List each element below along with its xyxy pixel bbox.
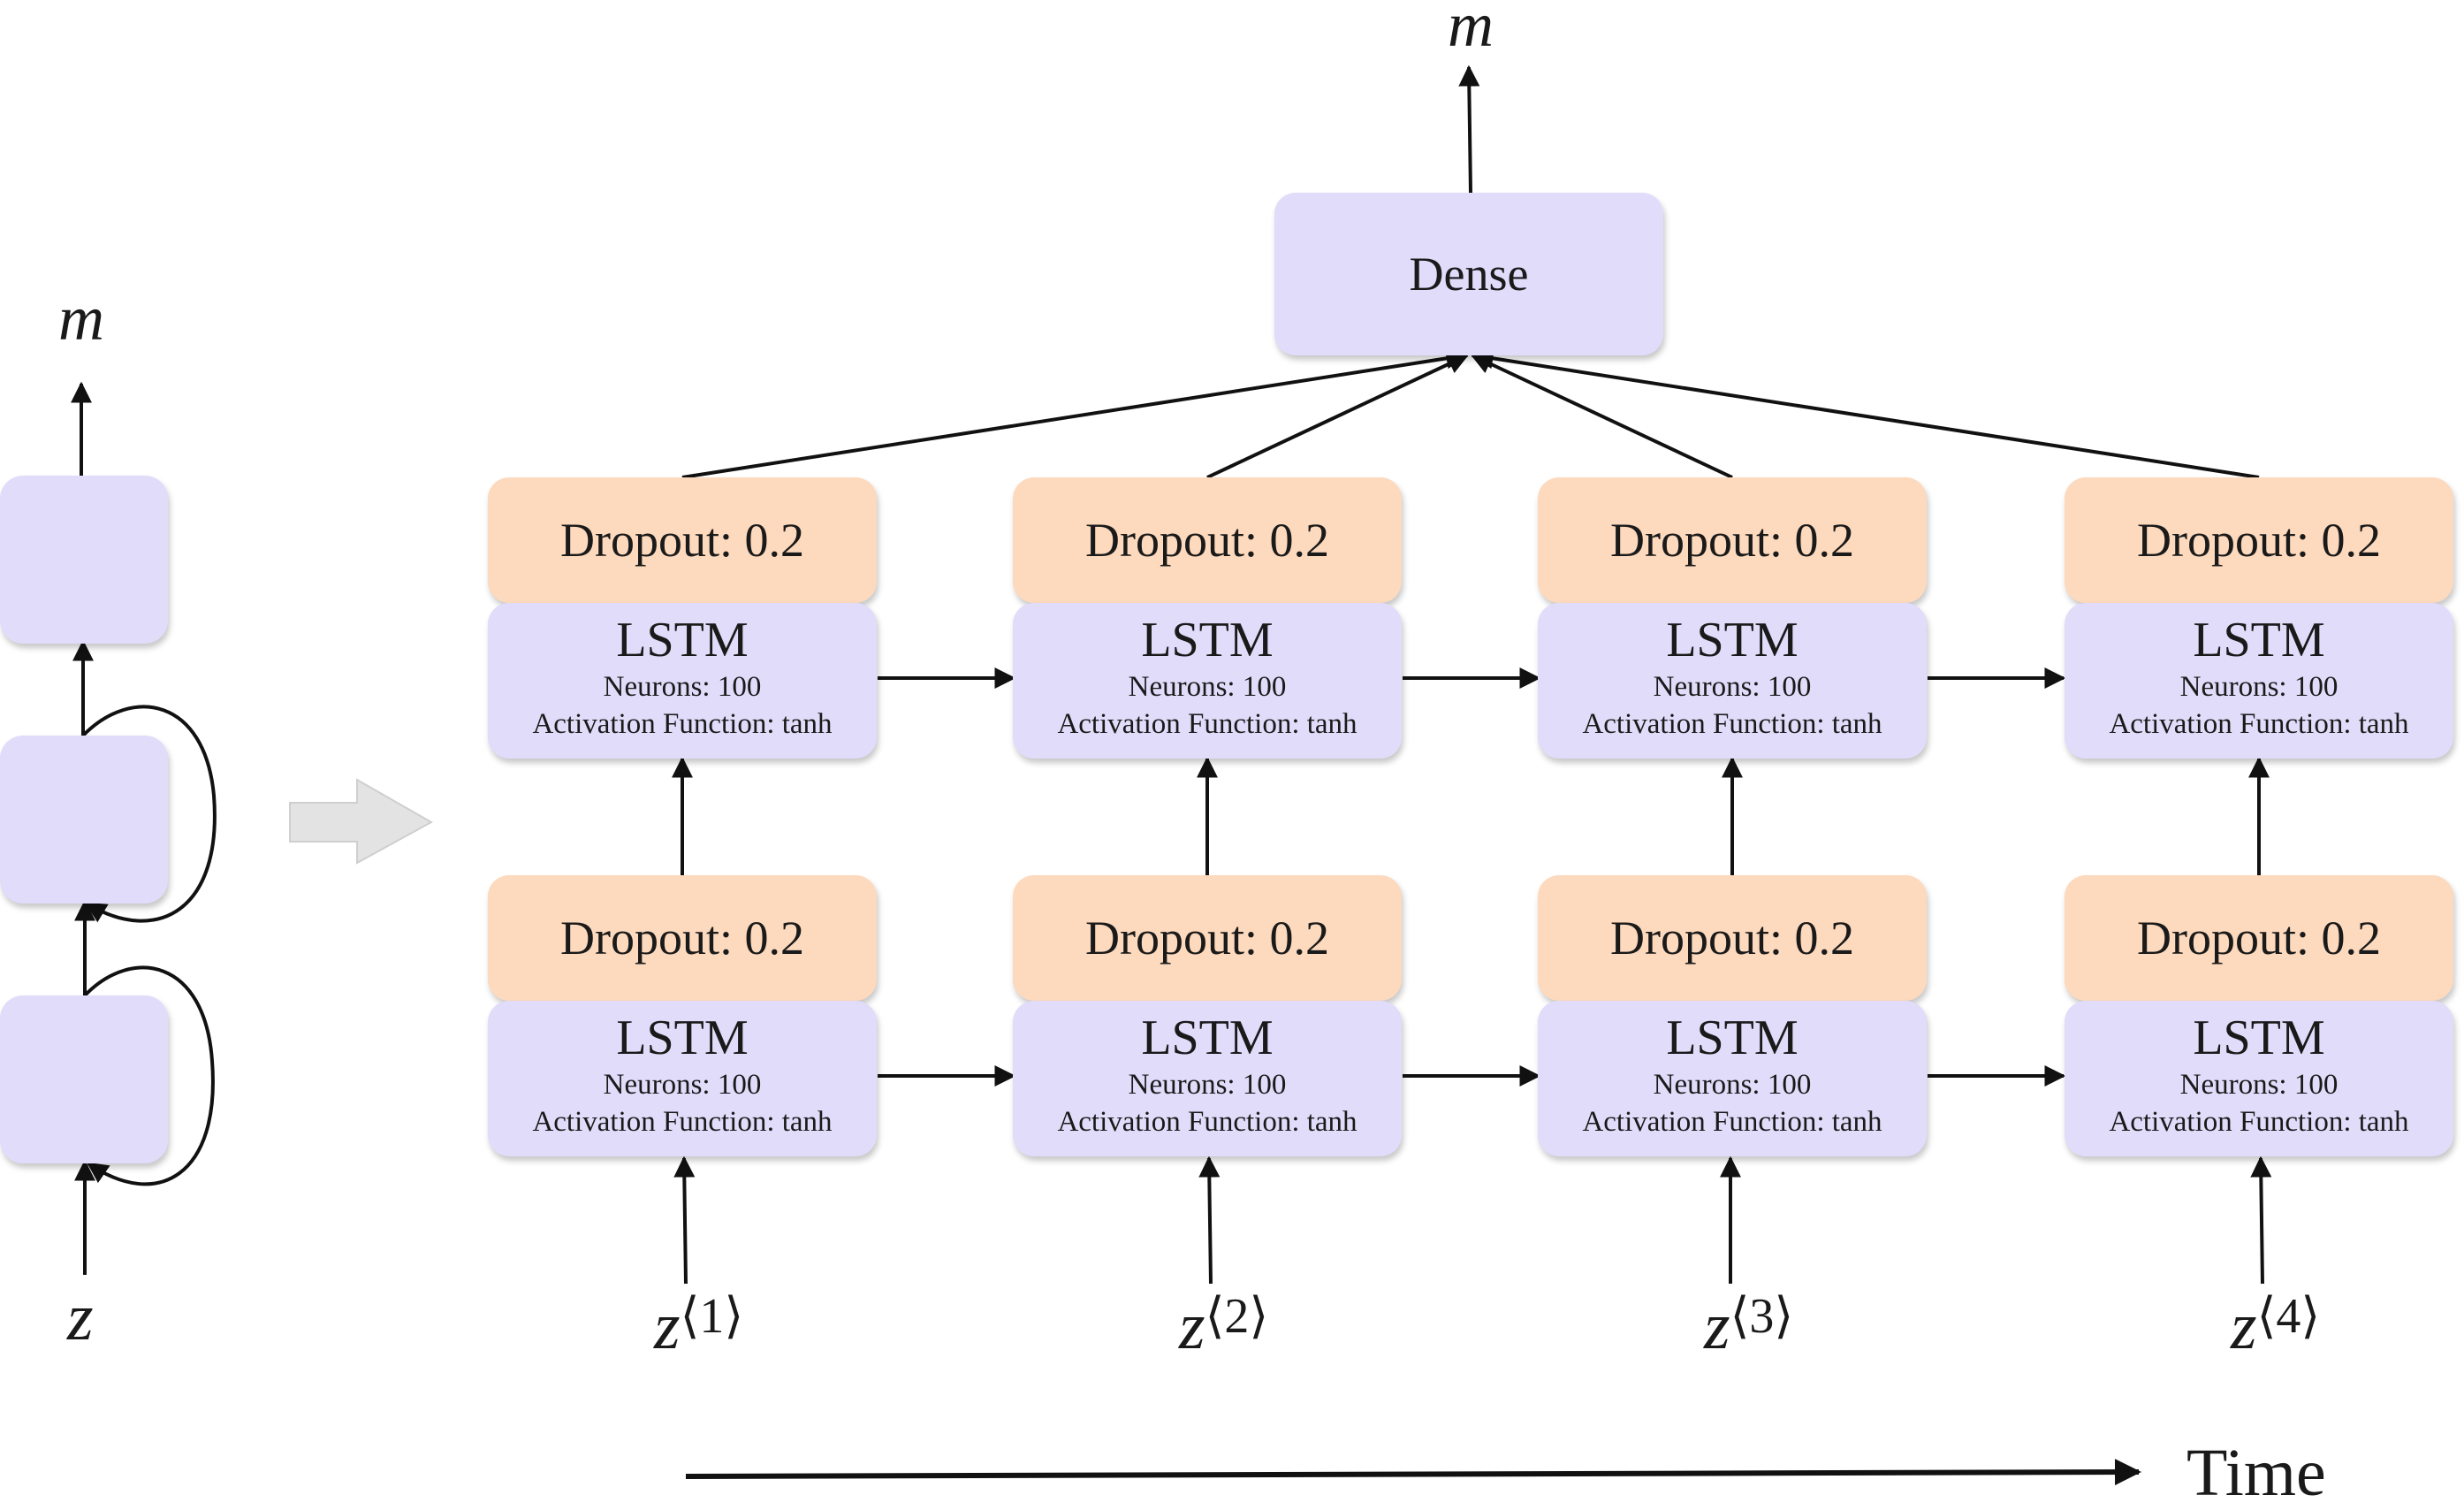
- time-arrow: [685, 1459, 2141, 1486]
- top-dropout-2-to-dense: [1206, 354, 1470, 479]
- folded-recurrent-loop-top: [81, 705, 217, 923]
- bottom-lstm-2: LSTM Neurons: 100 Activation Function: t…: [1013, 1001, 1402, 1156]
- dense-layer: Dense: [1274, 193, 1663, 355]
- top-dropout-1-to-dense: [681, 347, 1468, 479]
- top-dropout-1: Dropout: 0.2: [488, 477, 877, 603]
- top-lstm-3: LSTM Neurons: 100 Activation Function: t…: [1538, 603, 1927, 759]
- input-label-2: z⟨2⟩: [1179, 1292, 1268, 1360]
- dropout-label: Dropout: 0.2: [2137, 911, 2381, 965]
- dropout-label: Dropout: 0.2: [1085, 911, 1329, 965]
- input-arrow-2: [1198, 1155, 1221, 1285]
- input-index: ⟨1⟩: [680, 1289, 744, 1344]
- lstm-title: LSTM: [616, 1010, 749, 1065]
- lstm-neurons: Neurons: 100: [1128, 1069, 1287, 1101]
- input-base: z: [1179, 1289, 1205, 1363]
- dropout-label: Dropout: 0.2: [1085, 514, 1329, 567]
- lstm-title: LSTM: [1141, 613, 1274, 667]
- bottom-lstm-1: LSTM Neurons: 100 Activation Function: t…: [488, 1001, 877, 1156]
- input-arrow-1: [673, 1155, 696, 1285]
- input-index: ⟨4⟩: [2256, 1289, 2321, 1344]
- lstm-activation: Activation Function: tanh: [1057, 1106, 1357, 1138]
- lstm-neurons: Neurons: 100: [1653, 671, 1812, 703]
- bottom-lstm-3: LSTM Neurons: 100 Activation Function: t…: [1538, 1001, 1927, 1156]
- lstm-neurons: Neurons: 100: [2179, 671, 2339, 703]
- lstm-title: LSTM: [2193, 613, 2325, 667]
- lstm-neurons: Neurons: 100: [2179, 1069, 2339, 1101]
- unroll-arrow: [289, 778, 434, 865]
- folded-recurrent-loop-bottom: [83, 965, 215, 1186]
- input-label-1: z⟨1⟩: [654, 1292, 743, 1360]
- top-dropout-3-to-dense: [1470, 354, 1733, 479]
- lstm-title: LSTM: [1141, 1010, 1274, 1065]
- input-label-3: z⟨3⟩: [1704, 1292, 1793, 1360]
- input-arrow-4: [2250, 1155, 2272, 1285]
- top-dropout-2: Dropout: 0.2: [1013, 477, 1402, 603]
- bottom-dropout-2: Dropout: 0.2: [1013, 875, 1402, 1001]
- input-base: z: [2231, 1289, 2257, 1363]
- top-lstm-1: LSTM Neurons: 100 Activation Function: t…: [488, 603, 877, 759]
- folded-output-symbol: m: [58, 283, 104, 354]
- lstm-title: LSTM: [1666, 1010, 1799, 1065]
- input-index: ⟨2⟩: [1205, 1289, 1269, 1344]
- output-symbol: m: [1448, 0, 1494, 60]
- input-index: ⟨3⟩: [1730, 1289, 1794, 1344]
- lstm-neurons: Neurons: 100: [603, 671, 762, 703]
- folded-input-symbol: z: [67, 1280, 94, 1354]
- lstm-activation: Activation Function: tanh: [2109, 708, 2409, 740]
- folded-recurrent-block-bottom: [0, 995, 168, 1163]
- lstm-activation: Activation Function: tanh: [532, 708, 833, 740]
- folded-output-block: [0, 476, 168, 644]
- dropout-label: Dropout: 0.2: [1610, 911, 1854, 965]
- dropout-label: Dropout: 0.2: [1610, 514, 1854, 567]
- bottom-dropout-1: Dropout: 0.2: [488, 875, 877, 1001]
- dense-label: Dense: [1409, 248, 1529, 301]
- input-base: z: [654, 1289, 681, 1363]
- top-dropout-3: Dropout: 0.2: [1538, 477, 1927, 603]
- top-dropout-4: Dropout: 0.2: [2065, 477, 2453, 603]
- top-lstm-2: LSTM Neurons: 100 Activation Function: t…: [1013, 603, 1402, 759]
- lstm-title: LSTM: [616, 613, 749, 667]
- time-axis-label: Time: [2186, 1436, 2326, 1510]
- bottom-lstm-4: LSTM Neurons: 100 Activation Function: t…: [2065, 1001, 2453, 1156]
- lstm-activation: Activation Function: tanh: [1582, 708, 1882, 740]
- lstm-neurons: Neurons: 100: [1653, 1069, 1812, 1101]
- input-base: z: [1704, 1289, 1730, 1363]
- bottom-dropout-3: Dropout: 0.2: [1538, 875, 1927, 1001]
- lstm-activation: Activation Function: tanh: [532, 1106, 833, 1138]
- dropout-label: Dropout: 0.2: [560, 514, 804, 567]
- top-dropout-4-to-dense: [1472, 347, 2260, 479]
- lstm-activation: Activation Function: tanh: [1057, 708, 1357, 740]
- top-lstm-4: LSTM Neurons: 100 Activation Function: t…: [2065, 603, 2453, 759]
- dropout-label: Dropout: 0.2: [2137, 514, 2381, 567]
- lstm-neurons: Neurons: 100: [1128, 671, 1287, 703]
- input-label-4: z⟨4⟩: [2231, 1292, 2320, 1360]
- dense-output-arrow: [1458, 65, 1480, 194]
- lstm-title: LSTM: [2193, 1010, 2325, 1065]
- lstm-activation: Activation Function: tanh: [1582, 1106, 1882, 1138]
- bottom-dropout-4: Dropout: 0.2: [2065, 875, 2453, 1001]
- lstm-title: LSTM: [1666, 613, 1799, 667]
- folded-recurrent-block-top: [0, 736, 168, 904]
- lstm-neurons: Neurons: 100: [603, 1069, 762, 1101]
- dropout-label: Dropout: 0.2: [560, 911, 804, 965]
- lstm-activation: Activation Function: tanh: [2109, 1106, 2409, 1138]
